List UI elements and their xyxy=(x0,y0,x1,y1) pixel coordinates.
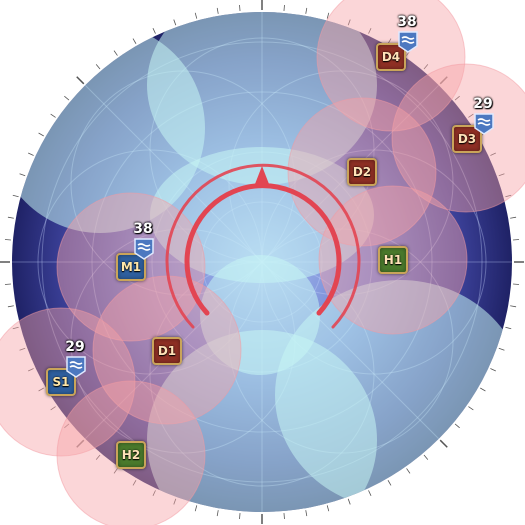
stack-count-d3: 29 xyxy=(473,96,493,112)
rim-tick xyxy=(76,439,85,448)
marker-d1-label: D1 xyxy=(157,344,177,358)
rim-tick xyxy=(216,7,219,14)
rim-tick xyxy=(283,513,285,520)
rim-tick xyxy=(132,480,137,486)
rim-tick xyxy=(406,468,411,474)
rim-tick xyxy=(95,454,101,460)
rim-tick xyxy=(50,406,56,411)
rim-tick xyxy=(347,19,351,26)
stack-count-m1: 38 xyxy=(133,221,153,237)
rim-tick xyxy=(305,7,308,14)
marker-m1-label: M1 xyxy=(120,260,142,274)
rim-tick xyxy=(76,76,85,85)
rim-tick xyxy=(505,326,512,330)
rim-tick xyxy=(239,513,241,520)
rim-tick xyxy=(368,490,372,496)
water-stack-icon xyxy=(398,31,418,53)
rim-tick xyxy=(454,95,460,101)
boss-ring xyxy=(165,163,361,329)
marker-d2: D2 xyxy=(347,158,377,186)
water-stack-icon xyxy=(66,356,86,378)
rim-tick xyxy=(490,368,496,372)
rim-tick xyxy=(513,283,520,285)
marker-s1-label: S1 xyxy=(52,375,70,389)
marker-h1: H1 xyxy=(378,246,408,274)
rim-tick xyxy=(387,38,392,44)
rim-tick xyxy=(194,505,198,512)
rim-tick xyxy=(4,239,11,241)
rim-tick xyxy=(387,480,392,486)
rim-tick xyxy=(152,28,156,34)
rim-tick xyxy=(95,64,101,70)
rim-tick xyxy=(38,132,44,137)
marker-h2-label: H2 xyxy=(121,448,141,462)
rim-tick xyxy=(510,305,517,308)
rim-tick xyxy=(173,19,177,26)
marker-h2: H2 xyxy=(116,441,146,469)
rim-tick xyxy=(216,510,219,517)
rim-tick xyxy=(38,387,44,392)
water-stack-icon xyxy=(134,238,154,260)
rim-tick xyxy=(423,64,429,70)
rim-tick xyxy=(64,95,70,101)
boss-facing-arrow xyxy=(255,166,269,184)
rim-tick xyxy=(132,38,137,44)
rim-tick xyxy=(326,12,330,19)
marker-d4-label: D4 xyxy=(381,50,401,64)
marker-d3-label: D3 xyxy=(457,132,477,146)
rim-tick xyxy=(19,173,26,177)
rim-tick xyxy=(7,305,14,308)
rim-tick xyxy=(468,406,474,411)
rim-tick xyxy=(50,113,56,118)
rim-tick xyxy=(28,368,34,372)
stack-count-d4: 38 xyxy=(397,14,417,30)
rim-tick xyxy=(239,4,241,11)
rim-tick xyxy=(454,423,460,429)
rim-tick xyxy=(4,283,11,285)
rim-tick xyxy=(305,510,308,517)
rim-tick xyxy=(152,490,156,496)
marker-h1-label: H1 xyxy=(383,253,403,267)
rim-tick xyxy=(113,50,118,56)
rim-tick xyxy=(194,12,198,19)
rim-tick xyxy=(28,152,34,156)
rim-tick xyxy=(498,347,505,351)
rim-tick xyxy=(7,216,14,219)
rim-tick xyxy=(490,152,496,156)
rim-tick xyxy=(510,216,517,219)
cyan-aoe-center-bottom xyxy=(200,255,320,375)
rim-tick xyxy=(439,76,448,85)
rim-tick xyxy=(513,239,520,241)
rim-tick xyxy=(439,439,448,448)
marker-d1: D1 xyxy=(152,337,182,365)
rim-tick xyxy=(368,28,372,34)
marker-d2-label: D2 xyxy=(352,165,372,179)
stack-count-s1: 29 xyxy=(65,339,85,355)
rim-tick xyxy=(423,454,429,460)
rim-tick xyxy=(480,387,486,392)
rim-tick xyxy=(12,194,19,198)
rim-tick xyxy=(64,423,70,429)
rim-tick xyxy=(505,194,512,198)
rim-tick xyxy=(173,498,177,505)
rim-tick xyxy=(283,4,285,11)
rim-tick xyxy=(498,173,505,177)
rim-tick xyxy=(347,498,351,505)
rim-tick xyxy=(113,468,118,474)
rim-tick xyxy=(12,326,19,330)
rim-tick xyxy=(19,347,26,351)
rim-tick xyxy=(326,505,330,512)
rim-tick xyxy=(468,113,474,118)
water-stack-icon xyxy=(474,113,494,135)
